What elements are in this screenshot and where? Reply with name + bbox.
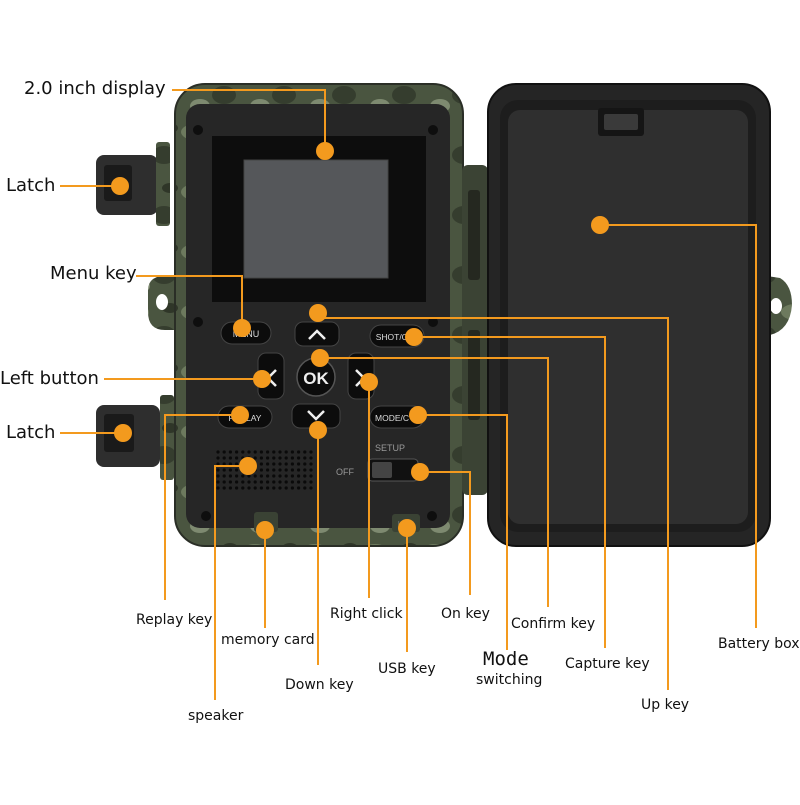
- label-capture-key: Capture key: [565, 656, 650, 672]
- label-latch-bottom: Latch: [6, 422, 56, 443]
- dot-left: [253, 370, 271, 388]
- dot-menu: [233, 319, 251, 337]
- line-speaker: [214, 465, 248, 700]
- svg-text:SETUP: SETUP: [375, 443, 405, 453]
- dot-on: [411, 463, 429, 481]
- dot-down: [309, 421, 327, 439]
- line-capture: [414, 336, 606, 648]
- svg-text:OFF: OFF: [336, 467, 354, 477]
- dot-latch-top: [111, 177, 129, 195]
- power-switch[interactable]: SETUP OFF: [336, 443, 419, 482]
- dot-capture: [405, 328, 423, 346]
- line-confirm: [320, 357, 549, 607]
- line-replay: [164, 414, 240, 600]
- label-mode: Mode: [483, 648, 529, 670]
- dot-up: [309, 304, 327, 322]
- display-screen: [243, 159, 389, 279]
- label-display: 2.0 inch display: [24, 78, 166, 99]
- line-battery: [600, 224, 757, 628]
- line-up: [318, 317, 669, 690]
- svg-text:SHOT/O: SHOT/O: [376, 332, 409, 342]
- callout-lines: [60, 89, 757, 700]
- label-usb-key: USB key: [378, 661, 436, 677]
- label-up-key: Up key: [641, 697, 690, 713]
- label-on-key: On key: [441, 606, 490, 622]
- label-switching: switching: [476, 672, 543, 688]
- label-menu-key: Menu key: [50, 263, 137, 284]
- svg-text:OK: OK: [303, 369, 329, 388]
- dot-display: [316, 142, 334, 160]
- line-menu: [136, 275, 243, 325]
- speaker-grill: [216, 450, 313, 490]
- label-right-click: Right click: [330, 606, 403, 622]
- line-display: [172, 89, 326, 150]
- line-on: [420, 471, 471, 595]
- latch-bottom: [96, 395, 174, 480]
- label-latch-top: Latch: [6, 175, 56, 196]
- label-battery-box: Battery box: [718, 636, 800, 652]
- label-left-button: Left button: [0, 368, 99, 389]
- svg-text:MODE/C: MODE/C: [375, 413, 409, 423]
- label-down-key: Down key: [285, 677, 354, 693]
- dot-confirm: [311, 349, 329, 367]
- dot-mode: [409, 406, 427, 424]
- dot-replay: [231, 406, 249, 424]
- dot-memory: [256, 521, 274, 539]
- callout-dots: [111, 142, 609, 539]
- dot-battery: [591, 216, 609, 234]
- latch-top: [96, 142, 170, 226]
- dot-latch-bottom: [114, 424, 132, 442]
- dot-right: [360, 373, 378, 391]
- label-confirm-key: Confirm key: [511, 616, 596, 632]
- line-mode: [418, 414, 508, 650]
- label-memory-card: memory card: [221, 632, 315, 648]
- label-replay-key: Replay key: [136, 612, 213, 628]
- dot-speaker: [239, 457, 257, 475]
- dot-usb: [398, 519, 416, 537]
- label-speaker: speaker: [188, 708, 244, 724]
